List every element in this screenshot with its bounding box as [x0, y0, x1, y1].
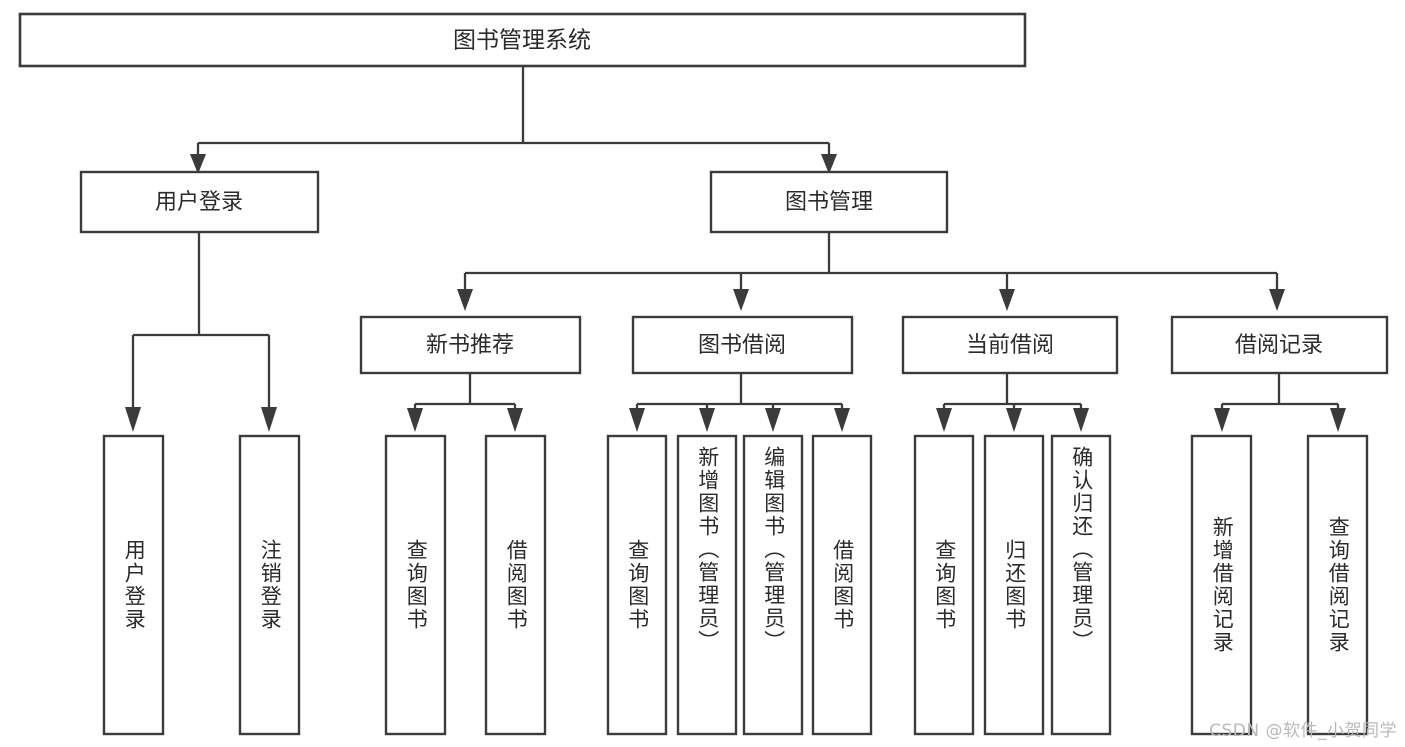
leaf-boxes	[102, 434, 1369, 736]
node-new-book-recommend-box[interactable]	[359, 315, 582, 375]
arrow-head-br-leaf-1	[629, 408, 645, 432]
leaf-box-cb-query-book[interactable]	[913, 434, 975, 736]
leaf-box-br-edit-book-admin[interactable]	[742, 434, 804, 736]
node-current-borrow[interactable]: 当前借阅	[901, 315, 1119, 375]
leaf-box-br-query-book[interactable]	[606, 434, 668, 736]
arrow-head-newbook	[457, 289, 473, 311]
arrow-head-rc-leaf-2	[1330, 408, 1346, 432]
node-current-borrow-label: 当前借阅	[966, 333, 1054, 358]
node-borrow-record[interactable]: 借阅记录	[1170, 315, 1389, 375]
leaf-box-br-add-book-admin[interactable]	[676, 434, 738, 736]
leaf-box-rc-query-record[interactable]	[1306, 434, 1369, 736]
connector-group-borrow	[629, 373, 850, 432]
connector-group-newbook	[407, 373, 523, 432]
leaf-box-rc-add-record[interactable]	[1190, 434, 1253, 736]
node-new-book-recommend-label: 新书推荐	[426, 333, 514, 358]
node-root-label: 图书管理系统	[453, 28, 591, 54]
connector-group-root	[190, 66, 837, 174]
connector-group-record	[1214, 373, 1346, 432]
arrow-head-user-login	[190, 154, 206, 174]
node-borrow-record-box[interactable]	[1170, 315, 1389, 375]
arrow-head-cb-leaf-1	[936, 408, 952, 432]
arrow-head-borrow	[733, 289, 749, 311]
arrow-head-br-leaf-2	[699, 408, 715, 432]
node-user-login[interactable]: 用户登录	[79, 170, 320, 234]
node-borrow-record-label: 借阅记录	[1235, 333, 1323, 358]
node-current-borrow-box[interactable]	[901, 315, 1119, 375]
node-book-manage[interactable]: 图书管理	[709, 170, 949, 234]
node-book-manage-box[interactable]	[709, 170, 949, 234]
node-root-box[interactable]	[18, 12, 1027, 68]
leaf-box-cb-confirm-return-admin[interactable]	[1050, 434, 1112, 736]
connector-group-current	[936, 373, 1089, 432]
arrow-head-nb-leaf-1	[407, 408, 423, 432]
node-book-manage-label: 图书管理	[785, 190, 873, 215]
arrow-head-rc-leaf-1	[1214, 408, 1230, 432]
arrow-head-record	[1269, 289, 1285, 311]
node-book-borrow-label: 图书借阅	[698, 333, 786, 358]
node-user-login-box[interactable]	[79, 170, 320, 234]
arrow-head-br-leaf-3	[765, 408, 781, 432]
leaf-box-logout[interactable]	[238, 434, 301, 736]
csdn-watermark: CSDN @软件_小贺同学	[1209, 721, 1397, 741]
leaf-box-cb-return-book[interactable]	[983, 434, 1045, 736]
leaf-box-nb-borrow-book[interactable]	[484, 434, 547, 736]
arrow-head-br-leaf-4	[834, 408, 850, 432]
node-book-borrow-box[interactable]	[631, 315, 854, 375]
leaf-box-nb-query-book[interactable]	[384, 434, 447, 736]
arrow-head-ul-leaf-2	[261, 407, 277, 432]
arrow-head-book-manage	[821, 154, 837, 174]
arrow-head-ul-leaf-1	[125, 407, 141, 432]
leaf-box-user-login[interactable]	[102, 434, 165, 736]
arrow-head-current	[999, 289, 1015, 311]
arrow-head-nb-leaf-2	[507, 408, 523, 432]
node-root[interactable]: 图书管理系统	[18, 12, 1027, 68]
node-new-book-recommend[interactable]: 新书推荐	[359, 315, 582, 375]
node-user-login-label: 用户登录	[155, 190, 243, 215]
connector-group-book-manage	[457, 232, 1285, 311]
arrow-head-cb-leaf-2	[1006, 408, 1022, 432]
arrow-head-cb-leaf-3	[1073, 408, 1089, 432]
connector-group-user-login	[125, 232, 277, 432]
node-book-borrow[interactable]: 图书借阅	[631, 315, 854, 375]
leaf-box-br-borrow-book[interactable]	[811, 434, 873, 736]
